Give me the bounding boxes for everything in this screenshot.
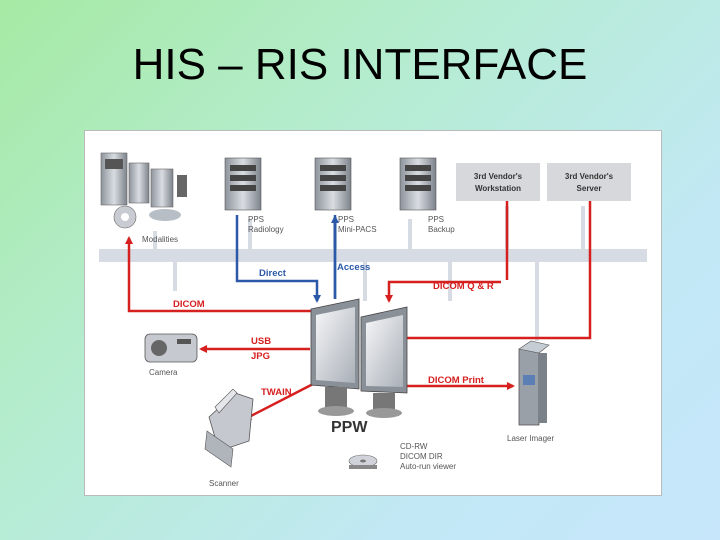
blue-flows [235,215,339,303]
server-backup-label2: Backup [428,225,455,234]
access-label: Access [337,262,370,273]
vendor-server-box [547,163,631,201]
server-link-arrow [367,201,592,342]
server-backup-label1: PPS [428,215,444,224]
camera-icon [144,333,198,363]
modalities-label: Modalities [142,235,178,244]
server-radiology-label2: Radiology [248,225,284,234]
vendor-workstation-box [456,163,540,201]
ppw-monitors-icon [310,298,408,418]
red-flows [125,201,592,421]
server-icon-backup [399,157,437,211]
server-icon-minipacs [314,157,352,211]
camera-label: Camera [149,368,178,377]
server-minipacs-label1: PPS [338,215,354,224]
media-label1: CD-RW [400,442,428,451]
dicom-flow-arrow [125,236,317,313]
vendor-workstation-label1: 3rd Vendor's [474,172,523,181]
ppw-label: PPW [331,419,368,436]
slide-title: HIS – RIS INTERFACE [132,40,588,89]
server-minipacs-label2: Mini-PACS [338,225,377,234]
network-bar [99,249,647,262]
vendor-server-label1: 3rd Vendor's [565,172,614,181]
twain-label: TWAIN [261,387,292,398]
modalities-icon [100,152,187,229]
direct-flow-arrow [235,215,321,303]
vendor-workstation-label2: Workstation [475,184,521,193]
jpg-label: JPG [251,351,270,362]
network-diagram: Modalities PPS Radiology PPS Mini-PACS P… [99,152,647,488]
dicom-label: DICOM [173,299,205,310]
vendor-server-label2: Server [577,184,602,193]
scanner-icon [204,388,254,468]
twain-arrow [243,381,316,421]
laser-imager-label: Laser Imager [507,434,554,443]
direct-label: Direct [259,268,287,279]
media-label2: DICOM DIR [400,452,443,461]
server-icon-radiology [224,157,262,211]
dicom-print-label: DICOM Print [428,375,485,386]
cd-media-icon [348,454,378,469]
diagram-frame: Modalities PPS Radiology PPS Mini-PACS P… [84,130,662,496]
laser-imager-icon [518,340,550,426]
usb-label: USB [251,336,271,347]
dicom-qr-arrow [385,280,501,303]
server-radiology-label1: PPS [248,215,264,224]
scanner-label: Scanner [209,479,239,488]
media-label3: Auto-run viewer [400,462,456,471]
dicom-qr-label: DICOM Q & R [433,281,494,292]
